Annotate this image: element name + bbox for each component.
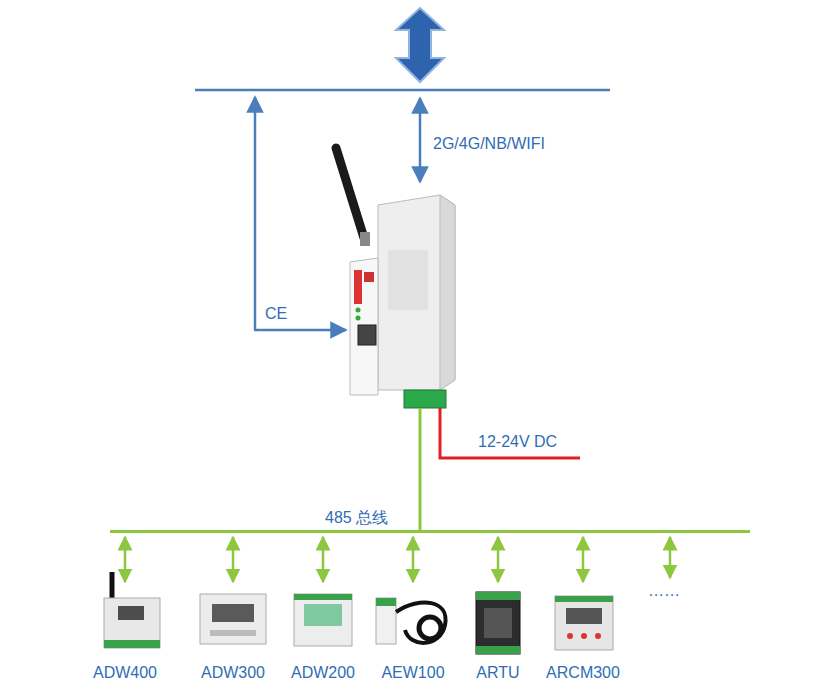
bus-connector [124, 537, 127, 582]
bus-arrow [669, 537, 672, 578]
ethernet-line [254, 329, 346, 332]
meter-node: ADW200 [279, 584, 367, 684]
meter-pictures [104, 572, 613, 654]
bus-connector [232, 537, 235, 582]
power-line [440, 408, 580, 458]
bus-connector [497, 537, 500, 582]
uplink-arrow [396, 8, 444, 82]
device-label: ARCM300 [546, 663, 620, 682]
device-label: AEW100 [381, 663, 444, 682]
diagram-label: …… [646, 581, 682, 600]
meter-node: ARCM300 [537, 584, 629, 684]
bus-label: 485 总线 [325, 508, 388, 527]
device-label: ADW400 [93, 663, 157, 682]
bus-connector [582, 537, 585, 582]
meter-node: ADW300 [187, 584, 279, 684]
wireless-arrow [419, 98, 422, 182]
network-line [195, 89, 610, 92]
diagram-label: 12-24V DC [476, 432, 559, 451]
bus-band: 485 总线 [110, 507, 750, 533]
bus-drop-line [419, 408, 422, 531]
bus-connector [412, 537, 415, 582]
ethernet-line [254, 97, 257, 330]
bus-connector [322, 537, 325, 582]
device-label: ADW300 [201, 663, 265, 682]
meter-node: ADW400 [79, 584, 171, 684]
diagram-label: 2G/4G/NB/WIFI [431, 134, 547, 153]
gateway-device [336, 148, 455, 408]
device-label: ADW200 [291, 663, 355, 682]
meter-node: ARTU [458, 584, 538, 684]
device-label: ARTU [476, 663, 519, 682]
meter-node: AEW100 [369, 584, 457, 684]
diagram-label: CE [263, 304, 289, 323]
